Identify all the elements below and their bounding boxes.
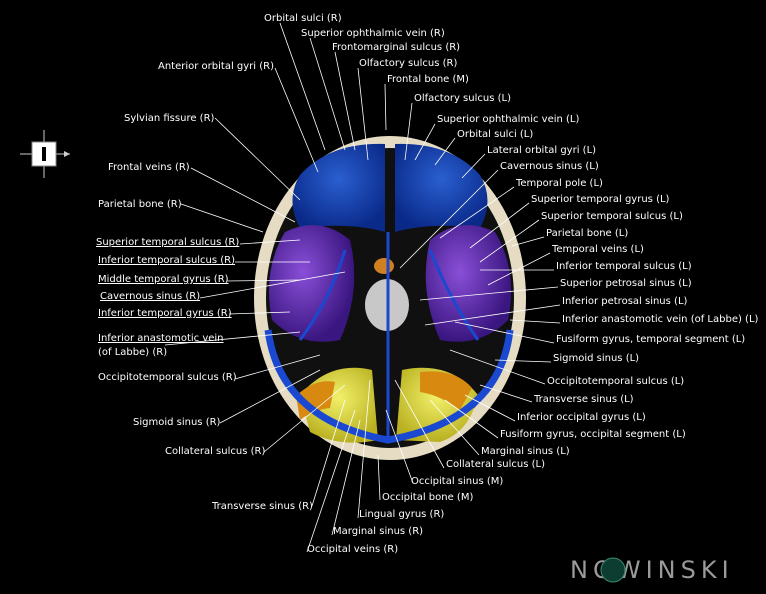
label: Inferior temporal sulcus (L) xyxy=(556,261,692,272)
brand-logo: NOWINSKI xyxy=(570,556,734,584)
label: Frontal bone (M) xyxy=(387,74,469,85)
label: Occipital veins (R) xyxy=(307,544,398,555)
label: Olfactory sulcus (L) xyxy=(414,93,511,104)
label: Sigmoid sinus (R) xyxy=(133,417,221,428)
temporal-lobe-right xyxy=(268,225,355,342)
label: Temporal veins (L) xyxy=(551,244,644,255)
label: Sigmoid sinus (L) xyxy=(553,353,639,364)
label: Occipitotemporal sulcus (L) xyxy=(547,376,684,387)
label: Cavernous sinus (R) xyxy=(100,291,200,302)
label: Lingual gyrus (R) xyxy=(359,509,444,520)
label: Collateral sulcus (R) xyxy=(165,446,265,457)
label: Parietal bone (R) xyxy=(98,199,182,210)
label: Olfactory sulcus (R) xyxy=(359,58,457,69)
temporal-lobe-left xyxy=(425,225,512,342)
label: (of Labbe) (R) xyxy=(98,347,167,358)
leader-lines xyxy=(164,22,561,553)
label: Superior ophthalmic vein (L) xyxy=(437,114,579,125)
label: Marginal sinus (R) xyxy=(333,526,423,537)
orientation-cross-icon xyxy=(20,130,70,178)
label: Frontomarginal sulcus (R) xyxy=(332,42,460,53)
label: Inferior temporal gyrus (R) xyxy=(98,308,232,319)
label: Inferior occipital gyrus (L) xyxy=(517,412,646,423)
label: Temporal pole (L) xyxy=(515,178,603,189)
label: Anterior orbital gyri (R) xyxy=(158,61,274,72)
label: Inferior petrosal sinus (L) xyxy=(562,296,688,307)
frontal-lobe-right xyxy=(292,143,385,232)
label: Occipital sinus (M) xyxy=(411,476,503,487)
label: Superior petrosal sinus (L) xyxy=(560,278,692,289)
label: Parietal bone (L) xyxy=(546,228,628,239)
label: Superior temporal sulcus (R) xyxy=(96,237,239,248)
label: Transverse sinus (L) xyxy=(533,394,634,405)
label: Cavernous sinus (L) xyxy=(500,161,599,172)
labels-left: Anterior orbital gyri (R) Sylvian fissur… xyxy=(96,61,313,512)
labels-right: Orbital sulci (R) Superior ophthalmic ve… xyxy=(264,13,759,555)
label: Frontal veins (R) xyxy=(108,162,190,173)
label: Inferior temporal sulcus (R) xyxy=(98,255,235,266)
label: Collateral sulcus (L) xyxy=(446,459,545,470)
occipital-cortex-orange-left xyxy=(420,371,472,410)
label: Orbital sulci (R) xyxy=(264,13,342,24)
frontal-lobe-left xyxy=(395,143,488,232)
label: Occipital bone (M) xyxy=(382,492,473,503)
label: Inferior anastomotic vein xyxy=(98,333,224,344)
label: Marginal sinus (L) xyxy=(481,446,570,457)
label: Fusiform gyrus, occipital segment (L) xyxy=(500,429,686,440)
temporal-veins xyxy=(298,249,480,341)
label: Occipitotemporal sulcus (R) xyxy=(98,372,237,383)
label: Superior temporal sulcus (L) xyxy=(541,211,683,222)
label: Lateral orbital gyri (L) xyxy=(487,145,596,156)
occipital-cortex-orange-right xyxy=(296,381,335,420)
label: Superior ophthalmic vein (R) xyxy=(301,28,445,39)
label: Orbital sulci (L) xyxy=(457,129,533,140)
label: Fusiform gyrus, temporal segment (L) xyxy=(556,334,745,345)
label: Transverse sinus (R) xyxy=(211,501,313,512)
label: Inferior anastomotic vein (of Labbe) (L) xyxy=(562,314,759,325)
label: Superior temporal gyrus (L) xyxy=(531,194,670,205)
brand-text: NOWINSKI xyxy=(570,556,734,584)
label: Middle temporal gyrus (R) xyxy=(98,274,229,285)
pituitary xyxy=(374,258,394,274)
label: Sylvian fissure (R) xyxy=(124,113,215,124)
